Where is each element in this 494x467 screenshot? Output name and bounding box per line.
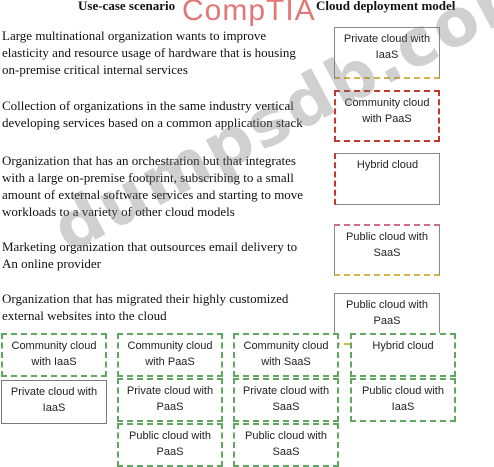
answer-label: Community cloud with PaaS xyxy=(344,97,430,125)
answer-label: Private cloud with IaaS xyxy=(343,33,431,61)
option-private-iaas[interactable]: Private cloud with IaaS xyxy=(1,380,107,424)
option-public-saas[interactable]: Public cloud with SaaS xyxy=(233,423,339,467)
scenario-1: Large multinational organization wants t… xyxy=(2,28,296,77)
option-label: Public cloud with SaaS xyxy=(245,430,327,458)
scenario-5: Organization that has migrated their hig… xyxy=(2,291,289,323)
scenario-header: Use-case scenario xyxy=(78,0,176,13)
answer-label: Hybrid cloud xyxy=(356,159,419,171)
option-label: Hybrid cloud xyxy=(372,340,434,352)
option-label: Community cloud with PaaS xyxy=(127,340,213,368)
option-label: Public cloud with IaaS xyxy=(362,385,444,413)
option-private-paas[interactable]: Private cloud with PaaS xyxy=(117,378,223,422)
answer-label: Public cloud with SaaS xyxy=(346,231,428,259)
scenario-4: Marketing organization that outsources e… xyxy=(2,239,298,271)
option-label: Public cloud with PaaS xyxy=(129,430,211,458)
option-label: Private cloud with SaaS xyxy=(242,385,330,413)
comptia-logo: CompTIA xyxy=(182,0,316,27)
option-hybrid[interactable]: Hybrid cloud xyxy=(350,333,456,377)
option-community-saas[interactable]: Community cloud with SaaS xyxy=(233,333,339,377)
option-community-iaas[interactable]: Community cloud with IaaS xyxy=(1,333,107,377)
answer-slot-2[interactable]: Community cloud with PaaS xyxy=(334,90,440,142)
option-community-paas[interactable]: Community cloud with PaaS xyxy=(117,333,223,377)
option-public-paas[interactable]: Public cloud with PaaS xyxy=(117,423,223,467)
option-label: Private cloud with PaaS xyxy=(126,385,214,413)
answer-slot-4[interactable]: Public cloud with SaaS xyxy=(334,224,440,276)
option-label: Community cloud with IaaS xyxy=(11,340,97,368)
option-public-iaas[interactable]: Public cloud with IaaS xyxy=(350,378,456,422)
model-header: Cloud deployment model xyxy=(316,0,456,13)
answer-slot-1[interactable]: Private cloud with IaaS xyxy=(334,27,440,79)
option-label: Private cloud with IaaS xyxy=(10,386,98,414)
scenario-3: Organization that has an orchestration b… xyxy=(2,153,304,219)
scenario-2: Collection of organizations in the same … xyxy=(2,98,303,130)
answer-label: Public cloud with PaaS xyxy=(346,299,428,327)
option-private-saas[interactable]: Private cloud with SaaS xyxy=(233,378,339,422)
option-label: Community cloud with SaaS xyxy=(243,340,329,368)
answer-slot-3[interactable]: Hybrid cloud xyxy=(334,153,440,205)
